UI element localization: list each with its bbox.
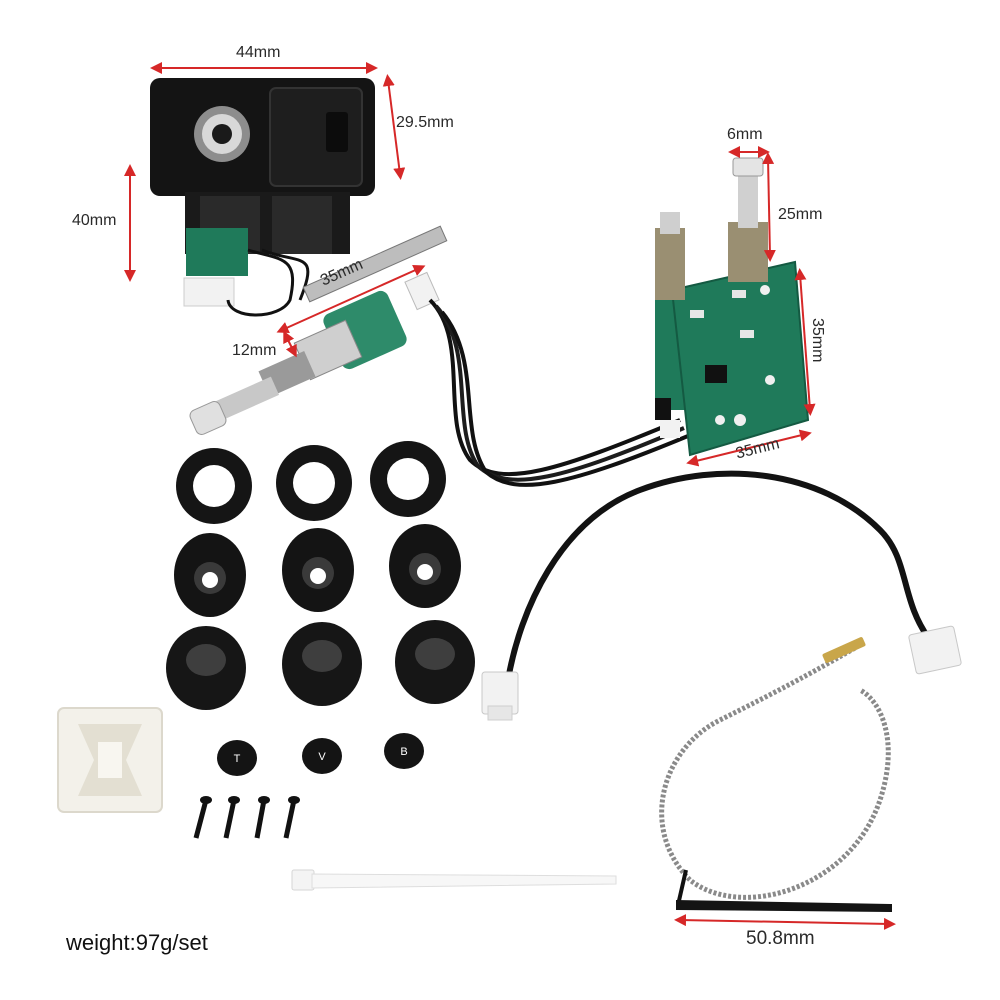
dim-arrow-pickup-length xyxy=(674,914,896,930)
dim-arrow-board-height xyxy=(794,268,816,416)
pot-left xyxy=(655,228,685,300)
knob-b: B xyxy=(384,733,424,769)
knobs: T V B xyxy=(217,733,424,776)
knob-v-letter: V xyxy=(318,751,326,763)
knob-t-letter: T xyxy=(234,753,241,765)
label-pot-diameter: 6mm xyxy=(727,126,763,143)
zip-tie xyxy=(291,869,617,891)
mini-plug xyxy=(822,637,866,663)
label-jack-depth: 40mm xyxy=(72,212,117,229)
grommets-top xyxy=(174,524,461,617)
weight-caption: weight:97g/set xyxy=(66,930,208,955)
jack-pcb xyxy=(186,228,248,276)
dim-arrow-pot-length xyxy=(762,152,776,262)
label-pot-length: 25mm xyxy=(778,206,823,223)
connector-right xyxy=(908,625,962,675)
screws xyxy=(193,796,300,839)
label-switch-shaft: 12mm xyxy=(232,342,277,359)
knob-v: V xyxy=(302,738,342,774)
knob-t: T xyxy=(217,740,257,776)
cable-switch-to-board xyxy=(428,298,681,477)
label-jack-height: 29.5mm xyxy=(396,114,454,131)
piezo-pickup xyxy=(659,637,892,912)
pot-right xyxy=(728,222,768,282)
label-board-height: 35mm xyxy=(809,318,826,363)
preamp-board xyxy=(655,157,810,457)
pickup-strip xyxy=(676,900,892,912)
dim-arrow-board-width xyxy=(686,429,812,467)
grommets-bottom xyxy=(166,620,475,710)
jack-battery-box xyxy=(150,78,375,317)
dim-arrow-jack-height xyxy=(382,74,406,180)
dim-arrow-switch-length xyxy=(276,264,426,334)
washers xyxy=(176,441,446,524)
label-pickup-length: 50.8mm xyxy=(746,928,815,949)
extension-cable xyxy=(481,470,962,721)
knob-b-letter: B xyxy=(400,746,407,758)
cable-tie-mount xyxy=(57,707,163,813)
dim-arrow-switch-shaft xyxy=(283,330,297,358)
label-jack-width: 44mm xyxy=(236,44,281,61)
